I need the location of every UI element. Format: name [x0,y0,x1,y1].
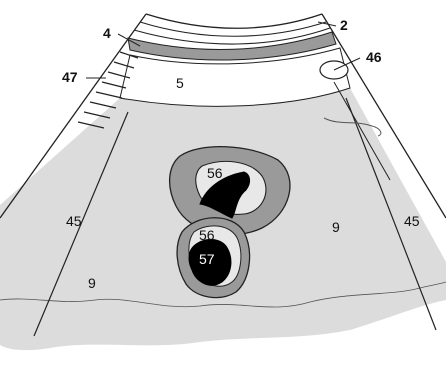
label-56-upper: 56 [207,165,223,181]
label-46: 46 [366,49,382,65]
label-2: 2 [340,17,348,33]
label-47: 47 [62,69,78,85]
label-56-lower: 56 [199,227,215,243]
label-45-right: 45 [404,213,420,229]
label-9-right: 9 [332,219,340,235]
label-45-left: 45 [66,213,82,229]
label-5: 5 [176,75,184,91]
label-9-left: 9 [88,275,96,291]
skin-arc-inner [140,22,326,36]
skin-arc-outer [146,14,322,28]
label-57: 57 [199,251,215,267]
label-4: 4 [103,25,111,41]
